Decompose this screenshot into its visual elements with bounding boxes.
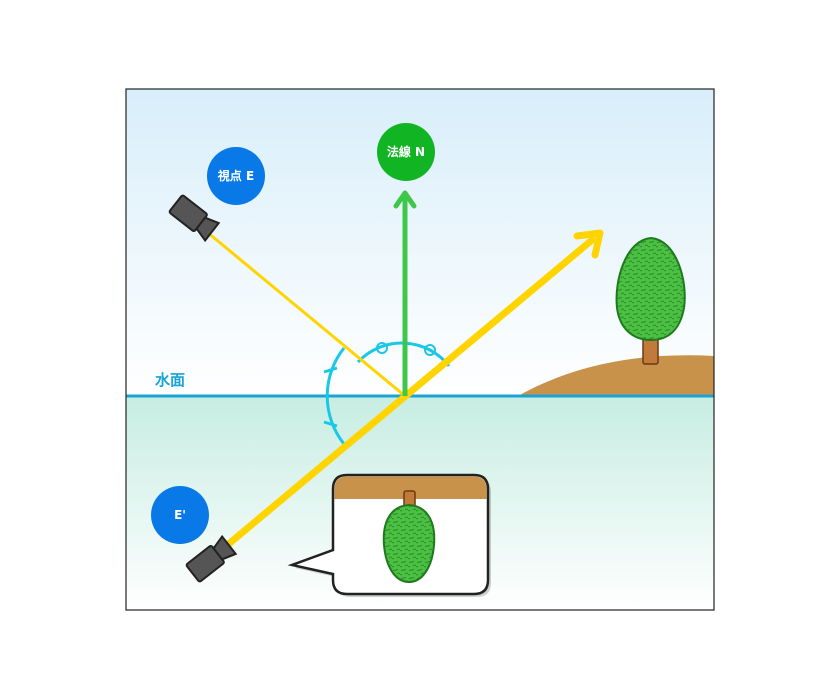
callout-ground <box>334 476 487 499</box>
ground-hill <box>518 355 714 396</box>
camera-icon <box>185 534 238 583</box>
normal-badge: 法線 N <box>377 123 435 181</box>
angle-tick <box>323 366 338 374</box>
normal-arrow <box>393 190 417 396</box>
camera-icon <box>168 194 221 243</box>
tree-icon <box>382 490 436 584</box>
viewpoint-label: 視点 E <box>217 168 254 183</box>
viewpoint-badge: 視点 E <box>207 147 265 205</box>
angle-circle-mark <box>376 342 388 354</box>
mirror-viewpoint-label: E' <box>174 508 186 522</box>
frame-border <box>125 88 715 611</box>
mirror-viewpoint-badge: E' <box>151 486 209 544</box>
tree-icon <box>615 236 686 365</box>
reflection-callout <box>287 473 491 597</box>
water-surface-label: 水面 <box>155 371 185 389</box>
angle-tick <box>323 420 338 428</box>
angle-arc-left <box>325 347 346 445</box>
incident-ray <box>206 230 406 398</box>
reflected-ray <box>221 229 604 551</box>
angle-circle-mark <box>424 344 436 356</box>
normal-label: 法線 N <box>387 144 425 159</box>
